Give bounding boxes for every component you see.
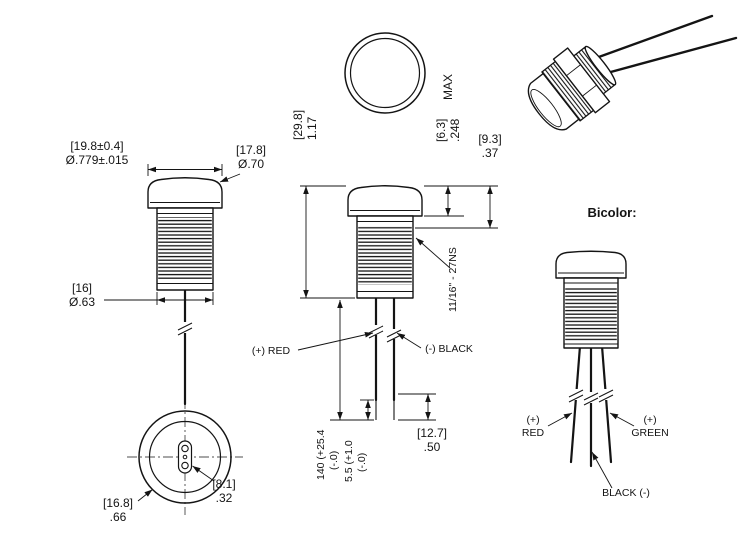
cap-profile bbox=[347, 185, 423, 217]
bicolor-green-label: GREEN bbox=[631, 427, 668, 439]
dim-cap-od-in: Ø.779±.015 bbox=[66, 153, 129, 167]
perspective-cap-face bbox=[530, 88, 562, 128]
dim-bushing-mm: [9.3] bbox=[478, 132, 501, 146]
dim-wire-len-b: (-.0) bbox=[328, 451, 340, 470]
dim-tip-in: .50 bbox=[424, 440, 441, 454]
perspective-nut-facet bbox=[582, 84, 597, 97]
cap-profile bbox=[555, 250, 627, 279]
cap-profile bbox=[147, 177, 223, 209]
bicolor-black-label: BLACK (-) bbox=[602, 487, 650, 499]
dim-height-mm: [29.8] bbox=[291, 110, 305, 140]
terminal-pin bbox=[182, 454, 188, 460]
dim-cap-od-mm: [19.8±0.4] bbox=[70, 139, 123, 153]
terminal-pin bbox=[181, 461, 189, 470]
dim-tip-length: [12.7] .50 bbox=[398, 393, 447, 454]
perspective-rear-face bbox=[584, 45, 617, 86]
wire-break-gap bbox=[569, 389, 583, 400]
dim-wire-len-a: 140 (+25.4 bbox=[315, 429, 327, 480]
dim-cap-h-mm: [6.3] bbox=[434, 119, 448, 142]
dim-height-in: 1.17 bbox=[305, 116, 319, 140]
wire-break-gap bbox=[599, 389, 613, 400]
dim-terminal-in: .32 bbox=[216, 491, 233, 505]
perspective-wire-1 bbox=[594, 14, 714, 60]
threads bbox=[565, 287, 617, 341]
dim-cap-face: [17.8] Ø.70 bbox=[219, 143, 266, 183]
dim-tip-mm: [12.7] bbox=[417, 426, 447, 440]
dim-body-od: [16] Ø.63 bbox=[69, 281, 214, 309]
dim-cap-face-mm: [17.8] bbox=[236, 143, 266, 157]
front-view bbox=[344, 32, 426, 114]
dim-strip-b: (-.0) bbox=[356, 453, 368, 472]
dim-cap-h-in: .248 bbox=[448, 118, 462, 142]
dim-body-od-in: Ø.63 bbox=[69, 295, 95, 309]
dim-terminal-mm: [8.1] bbox=[212, 477, 235, 491]
dim-total-height: [29.8] 1.17 bbox=[291, 110, 355, 299]
bicolor-wire-red bbox=[569, 344, 582, 464]
dim-base-od: [16.8] .66 bbox=[103, 489, 153, 524]
dim-cap-h-max: MAX bbox=[441, 74, 455, 100]
perspective-nut-facet bbox=[566, 64, 581, 77]
bicolor-wire-green bbox=[600, 344, 613, 464]
bicolor-red-label: RED bbox=[522, 427, 545, 439]
dim-cap-od: [19.8±0.4] Ø.779±.015 bbox=[66, 139, 223, 176]
wired-side-view bbox=[347, 185, 423, 420]
dim-wire-length: 140 (+25.4 (-.0) bbox=[315, 300, 374, 480]
thread-callout: 11/16" - 27NS bbox=[415, 237, 459, 312]
dim-terminal: [8.1] .32 bbox=[192, 465, 236, 505]
wire-labels: (+) RED (-) BLACK bbox=[252, 332, 473, 357]
bicolor-red-sign: (+) bbox=[526, 414, 539, 426]
bicolor-view: Bicolor: bbox=[555, 205, 637, 468]
wire-negative-label: (-) BLACK bbox=[425, 343, 473, 355]
bicolor-title: Bicolor: bbox=[587, 205, 636, 220]
threads bbox=[158, 217, 212, 279]
dim-cap-face-in: Ø.70 bbox=[238, 157, 264, 171]
front-inner-circle bbox=[349, 37, 421, 109]
thread-spec-label: 11/16" - 27NS bbox=[447, 247, 459, 312]
wire-positive-label: (+) RED bbox=[252, 345, 291, 357]
wire-break-gap bbox=[178, 322, 192, 333]
wire-break-gap bbox=[584, 392, 598, 403]
dim-cap-height: [6.3] .248 MAX bbox=[424, 74, 498, 217]
threads bbox=[358, 225, 412, 285]
perspective-wire-2 bbox=[605, 36, 738, 75]
dim-bushing: [9.3] .37 bbox=[415, 132, 502, 229]
perspective-view bbox=[527, 14, 738, 131]
perspective-cap bbox=[527, 72, 580, 131]
bicolor-labels: (+) RED (+) GREEN BLACK (-) bbox=[522, 412, 669, 499]
bottom-view bbox=[127, 399, 243, 515]
dim-base-mm: [16.8] bbox=[103, 496, 133, 510]
terminal-pin bbox=[181, 444, 189, 453]
dim-bushing-in: .37 bbox=[482, 146, 499, 160]
bicolor-green-sign: (+) bbox=[643, 414, 656, 426]
dim-base-in: .66 bbox=[110, 510, 127, 524]
single-side-view bbox=[147, 177, 223, 406]
dim-strip-length: 5.5 (+1.0 (-.0) bbox=[343, 399, 374, 482]
dim-body-od-mm: [16] bbox=[72, 281, 92, 295]
perspective-body bbox=[527, 45, 617, 131]
dim-strip-a: 5.5 (+1.0 bbox=[343, 440, 355, 482]
front-outer-circle bbox=[344, 32, 426, 114]
